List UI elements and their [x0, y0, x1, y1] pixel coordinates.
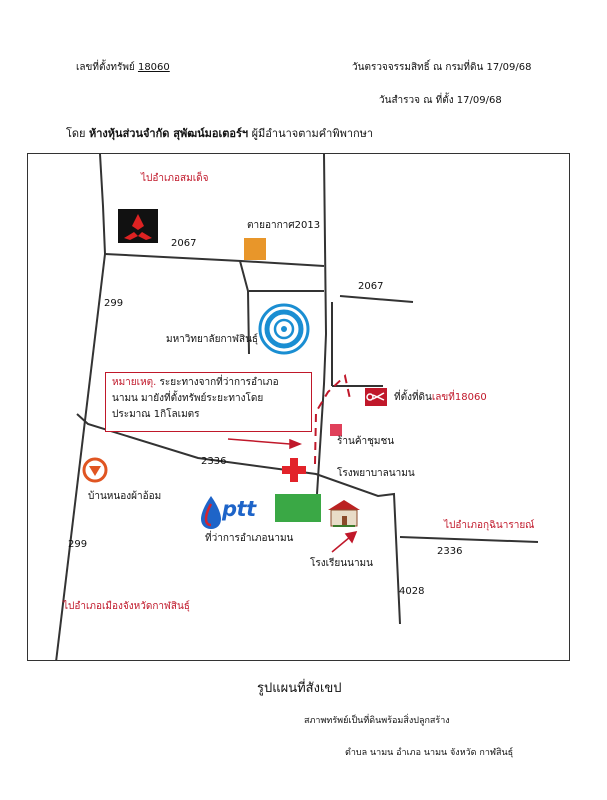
mitsubishi-logo	[118, 209, 158, 243]
label-university: มหาวิทยาลัยกาฬสินธุ์	[166, 334, 259, 345]
label-ban-nong: บ้านหนองผ้าอ้อม	[88, 491, 162, 502]
label-road-2067-b: 2067	[358, 281, 384, 292]
road-2067-east	[339, 295, 414, 303]
scissors-icon	[365, 388, 387, 406]
note-line-1: หมายเหตุ. ระยะทางจากที่ว่าการอำเภอ	[112, 375, 305, 391]
ban-nong-logo	[82, 457, 108, 483]
note-line-3: ประมาณ 1กิโลเมตร	[112, 409, 200, 420]
roads	[55, 154, 539, 660]
label-school: โรงเรียนนามน	[310, 558, 373, 569]
label-to-somdet: ไปอำเภอสมเด็จ	[141, 173, 209, 184]
road-map	[55, 154, 539, 660]
road-2067-west	[104, 253, 325, 267]
arrows	[227, 438, 358, 553]
shop-square	[330, 424, 342, 436]
weather-square	[244, 238, 266, 260]
label-road-2336-a: 2336	[201, 456, 227, 467]
label-hospital: โรงพยาบาลนามน	[337, 468, 415, 479]
label-road-299-bottom: 299	[68, 539, 88, 550]
arrow-to-school	[331, 536, 351, 553]
note-heading: หมายเหตุ.	[112, 377, 157, 388]
ptt-wordmark: ptt	[222, 497, 256, 521]
district-office-square	[275, 494, 321, 522]
owner-suffix: ผู้มีอำนาจตามคำพิพากษา	[251, 127, 374, 140]
label-property-location: ที่ตั้งที่ดินเลขที่18060	[394, 390, 487, 405]
road-2336-east	[399, 536, 539, 543]
note-line1-text: ระยะทางจากที่ว่าการอำเภอ	[159, 377, 279, 388]
road-north-south	[316, 154, 328, 495]
label-road-4028: 4028	[399, 586, 425, 597]
inspect-date: วันตรวจจรรมสิทธิ์ ณ กรมที่ดิน 17/09/68	[352, 62, 532, 73]
label-to-kuchinarai: ไปอำเภอกุฉินารายณ์	[444, 520, 535, 531]
survey-date: วันสำรวจ ณ ที่ตั้ง 17/09/68	[379, 95, 502, 106]
label-to-kalasin: ไปอำเภอเมืองจังหวัดกาฬสินธุ์	[63, 601, 190, 612]
property-condition: สภาพทรัพย์เป็นที่ดินพร้อมสิ่งปลูกสร้าง	[304, 716, 450, 726]
arrow-to-route	[227, 438, 291, 445]
road-2336-main	[76, 413, 401, 625]
label-shop: ร้านค้าชุมชน	[337, 436, 395, 447]
label-weather-station: ตายอากาศ2013	[247, 220, 321, 231]
map-title: รูปแผนที่สังเขป	[257, 681, 342, 696]
road-299-north	[99, 154, 106, 255]
property-location-text: ที่ตั้งที่ดิน	[394, 392, 432, 403]
property-label: เลขที่ตั้งทรัพย์	[76, 62, 135, 73]
property-number-line: เลขที่ตั้งทรัพย์ 18060	[76, 60, 170, 75]
label-road-2336-b: 2336	[437, 546, 463, 557]
property-number: 18060	[137, 62, 170, 73]
property-location-line: ตำบล นามน อำเภอ นามน จังหวัด กาฬสินธุ์	[345, 748, 514, 758]
road-university-loop-west	[239, 260, 250, 355]
road-299-main	[55, 253, 106, 660]
owner-name: ห้างหุ้นส่วนจำกัด สุพัฒน์มอเตอร์ฯ	[89, 127, 249, 140]
property-location-number: เลขที่18060	[431, 392, 487, 403]
hospital-cross	[282, 458, 306, 482]
route-dashed	[314, 374, 351, 465]
note-line-2: นามน มายังที่ตั้งทรัพย์ระยะทางโดย	[112, 393, 264, 404]
label-district-office: ที่ว่าการอำเภอนามน	[205, 533, 294, 544]
distance-note: หมายเหตุ. ระยะทางจากที่ว่าการอำเภอ นามน …	[105, 372, 312, 432]
ptt-drop-logo	[201, 496, 221, 529]
label-road-2067-a: 2067	[171, 238, 197, 249]
owner-prefix: โดย	[66, 127, 86, 140]
map-frame: ไปอำเภอสมเด็จ 2067 ตายอากาศ2013 2067 299…	[27, 153, 570, 661]
school-icon	[328, 500, 360, 527]
owner-line: โดย ห้างหุ้นส่วนจำกัด สุพัฒน์มอเตอร์ฯ ผู…	[66, 124, 373, 142]
university-target	[258, 303, 310, 355]
label-road-299-top: 299	[104, 298, 124, 309]
